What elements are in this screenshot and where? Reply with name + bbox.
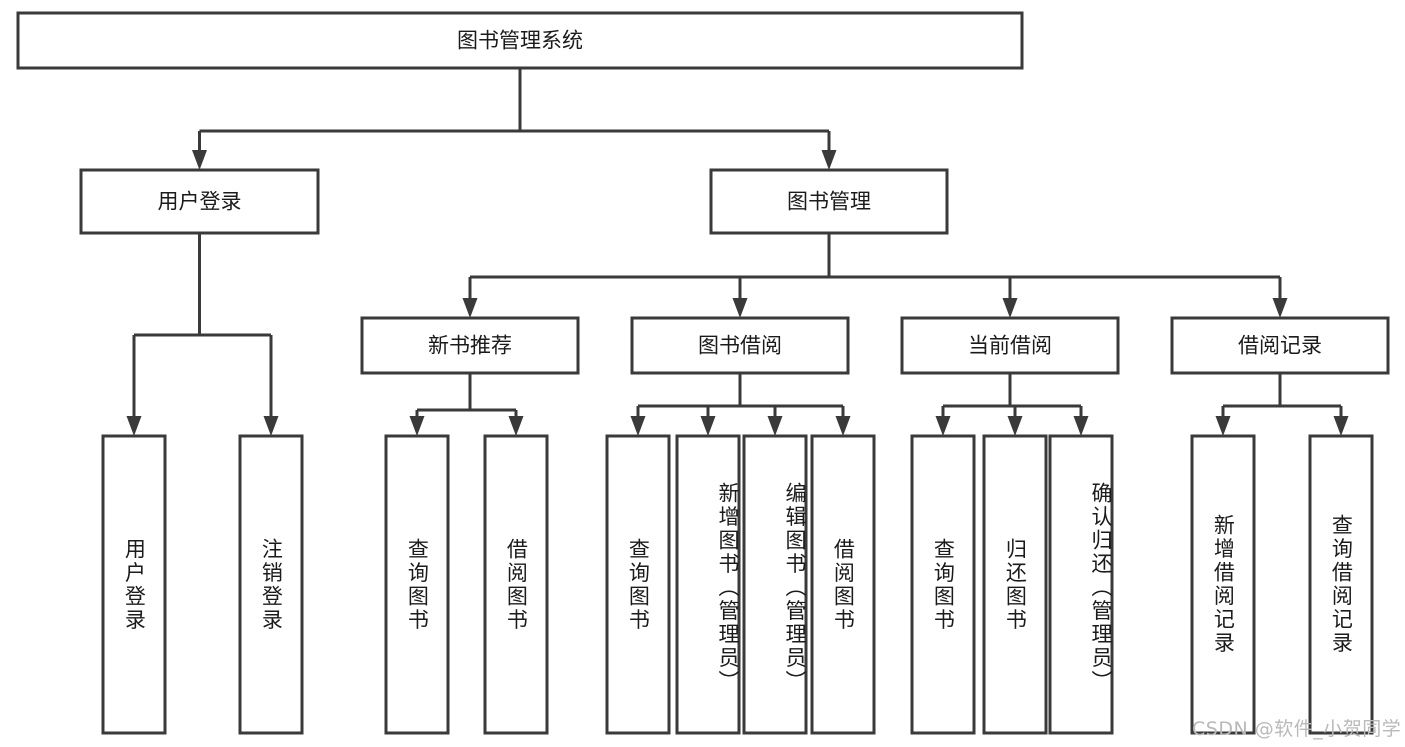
node-box-book-management[interactable] [709,168,949,235]
arrow-head-e-bm-current-borrow [1002,298,1018,318]
edge-group-root [192,68,837,170]
node-box-leaf-confirm-return[interactable] [1048,434,1114,735]
arrow-head-e-bm-new-book [462,298,478,318]
boxes-layer [16,11,1390,735]
edge-group-borrow-record [1215,373,1349,436]
arrow-head-e-cb-query [935,416,951,436]
node-box-borrow-record[interactable] [1170,316,1390,375]
arrow-head-e-bb-edit [767,416,783,436]
node-label-root: 图书管理系统 [457,29,583,53]
node-box-root[interactable] [16,11,1024,70]
node-box-current-borrow[interactable] [900,316,1120,375]
arrow-head-e-root-book-management [821,150,837,170]
node-box-leaf-return-book[interactable] [982,434,1048,735]
node-box-leaf-add-record[interactable] [1190,434,1256,735]
node-label-borrow-record: 借阅记录 [1238,334,1322,358]
arrow-head-e-bb-borrow [835,416,851,436]
edge-group-book-borrow [630,373,851,436]
node-box-new-book-recommend[interactable] [360,316,580,375]
node-label-book-borrow: 图书借阅 [698,334,782,358]
csdn-watermark: CSDN @软件_小贺同学 [1192,718,1402,740]
node-box-leaf-logout-login[interactable] [238,434,304,735]
arrow-head-e-nbr-borrow [508,416,524,436]
edges-layer [126,68,1349,436]
node-label-current-borrow: 当前借阅 [968,334,1052,358]
arrow-head-e-bm-book-borrow [732,298,748,318]
node-box-leaf-query-record[interactable] [1308,434,1374,735]
node-label-book-management: 图书管理 [787,190,871,214]
edge-group-new-book-recommend [409,373,524,436]
arrow-head-e-br-query [1333,416,1349,436]
arrow-head-e-cb-confirm [1073,416,1089,436]
node-box-leaf-edit-book[interactable] [742,434,808,735]
node-label-new-book-recommend: 新书推荐 [428,334,512,358]
node-box-leaf-borrow-book-1[interactable] [483,434,549,735]
arrow-head-e-root-user-login [192,150,207,170]
node-box-leaf-query-book-2[interactable] [605,434,671,735]
arrow-head-e-user-login-leaf-user-login [126,416,142,436]
arrow-head-e-bb-add [700,416,716,436]
edge-group-book-management [462,233,1288,318]
edge-group-user-login [126,233,279,436]
node-box-user-login[interactable] [79,168,320,235]
node-box-leaf-user-login[interactable] [101,434,167,735]
node-box-leaf-borrow-book-2[interactable] [810,434,876,735]
arrow-head-e-br-add [1215,416,1231,436]
node-label-user-login: 用户登录 [158,190,242,214]
node-box-leaf-query-book-1[interactable] [384,434,450,735]
arrow-head-e-nbr-query [409,416,425,436]
arrow-head-e-user-login-leaf-logout [263,416,279,436]
node-box-leaf-query-book-3[interactable] [910,434,976,735]
edge-group-current-borrow [935,373,1089,436]
node-box-book-borrow[interactable] [630,316,850,375]
node-box-leaf-add-book[interactable] [675,434,741,735]
arrow-head-e-bb-query [630,416,646,436]
arrow-head-e-cb-return [1007,416,1023,436]
arrow-head-e-bm-borrow-record [1272,298,1288,318]
